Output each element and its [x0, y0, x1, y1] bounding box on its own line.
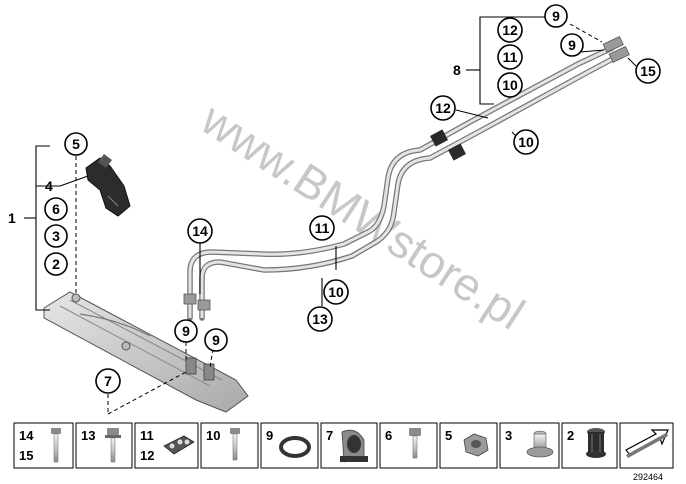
callout-14: 14 — [187, 218, 213, 244]
svg-text:9: 9 — [182, 323, 190, 339]
svg-text:2: 2 — [567, 428, 574, 443]
bolt-flange-icon — [105, 428, 121, 463]
svg-text:12: 12 — [435, 100, 451, 116]
diagram-code: 292464 — [633, 472, 663, 482]
svg-text:2: 2 — [52, 256, 60, 272]
legend-tile-11-12: 11 12 — [134, 422, 199, 469]
svg-text:6: 6 — [52, 201, 60, 217]
svg-text:15: 15 — [640, 63, 656, 79]
bolt-long-icon — [51, 428, 61, 463]
callout-3: 3 — [44, 224, 68, 248]
leader-9b — [209, 341, 215, 369]
svg-text:14: 14 — [192, 223, 208, 239]
svg-text:11: 11 — [315, 220, 330, 236]
svg-text:3: 3 — [52, 228, 60, 244]
callout-9-top: 9 — [544, 4, 568, 28]
svg-text:13: 13 — [312, 311, 328, 327]
hex-nut-icon — [463, 433, 489, 457]
callout-9-left: 9 — [174, 319, 198, 343]
callout-13: 13 — [307, 306, 333, 332]
rubber-grommet-icon — [586, 428, 606, 458]
callout-9-right: 9 — [204, 328, 228, 352]
group-1-bracket — [24, 145, 89, 311]
callout-2: 2 — [44, 252, 68, 276]
callout-10-mid-right: 10 — [513, 129, 539, 155]
o-ring-icon — [279, 436, 311, 458]
svg-text:11: 11 — [503, 49, 518, 65]
svg-text:5: 5 — [72, 136, 80, 152]
arrow-icon — [625, 429, 669, 458]
svg-text:3: 3 — [505, 428, 512, 443]
svg-text:14: 14 — [19, 428, 34, 443]
callout-12-mid: 12 — [430, 95, 456, 121]
svg-text:6: 6 — [385, 428, 392, 443]
svg-text:13: 13 — [81, 428, 95, 443]
hose-clamp-block-icon — [163, 435, 195, 455]
callout-6: 6 — [44, 197, 68, 221]
svg-text:10: 10 — [206, 428, 220, 443]
svg-text:12: 12 — [502, 22, 518, 38]
svg-text:9: 9 — [568, 37, 576, 53]
svg-text:12: 12 — [140, 448, 154, 463]
callout-5: 5 — [64, 132, 88, 156]
bolt-short-icon — [230, 428, 240, 461]
callout-11-top: 11 — [497, 44, 523, 70]
callout-11-mid: 11 — [309, 215, 335, 241]
legend-tile-2: 2 — [561, 422, 618, 469]
parts-legend: 14 15 13 11 12 — [13, 422, 674, 469]
support-bracket-icon — [340, 429, 368, 463]
svg-text:7: 7 — [104, 373, 112, 389]
svg-text:9: 9 — [212, 332, 220, 348]
svg-text:7: 7 — [326, 428, 333, 443]
callout-7: 7 — [95, 368, 121, 394]
legend-tile-arrow — [619, 422, 674, 469]
callout-12-top: 12 — [497, 17, 523, 43]
svg-text:15: 15 — [19, 448, 33, 463]
legend-tile-6: 6 — [379, 422, 438, 469]
svg-text:10: 10 — [328, 284, 344, 300]
legend-tile-3: 3 — [499, 422, 560, 469]
legend-tile-5: 5 — [439, 422, 498, 469]
svg-text:10: 10 — [518, 134, 534, 150]
legend-tile-7: 7 — [320, 422, 378, 469]
callout-10-top: 10 — [497, 72, 523, 98]
group-1-label: 1 — [8, 210, 16, 226]
svg-text:11: 11 — [140, 428, 154, 443]
svg-text:9: 9 — [552, 8, 560, 24]
callout-15: 15 — [635, 58, 661, 84]
group-4-label: 4 — [45, 178, 53, 194]
leader-7b — [107, 371, 187, 415]
legend-tile-9: 9 — [260, 422, 319, 469]
group-8-label: 8 — [453, 62, 461, 78]
svg-text:5: 5 — [445, 428, 452, 443]
mount-bracket — [85, 154, 131, 217]
spacer-sleeve-icon — [526, 430, 554, 458]
legend-tile-13: 13 — [75, 422, 133, 469]
legend-tile-10: 10 — [200, 422, 259, 469]
callout-9-top-right: 9 — [560, 33, 584, 57]
legend-tile-14-15: 14 15 — [13, 422, 74, 469]
callout-10-mid: 10 — [323, 279, 349, 305]
svg-text:9: 9 — [266, 428, 273, 443]
oil-pipe-lines — [183, 36, 630, 321]
hex-bolt-icon — [409, 428, 421, 459]
svg-text:10: 10 — [502, 77, 518, 93]
